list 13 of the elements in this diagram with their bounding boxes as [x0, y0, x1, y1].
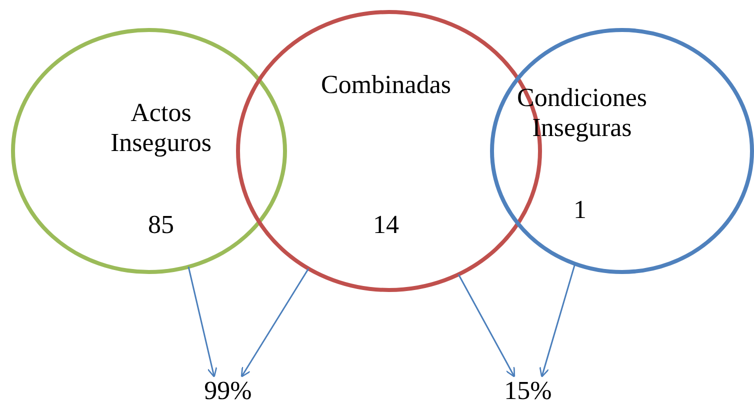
- count-value: 14: [372, 210, 400, 240]
- category-label: Actos Inseguros: [109, 98, 213, 158]
- arrow: [188, 266, 218, 378]
- arrow: [458, 274, 516, 378]
- arrow: [539, 264, 576, 378]
- category-label: Combinadas: [320, 70, 452, 100]
- count-value: 85: [147, 210, 175, 240]
- circle: [11, 28, 287, 274]
- percentage-value: 99%: [198, 376, 258, 405]
- count-value: 1: [572, 195, 588, 225]
- arrow: [240, 268, 310, 378]
- circle: [490, 28, 754, 274]
- percentage-value: 15%: [498, 376, 558, 405]
